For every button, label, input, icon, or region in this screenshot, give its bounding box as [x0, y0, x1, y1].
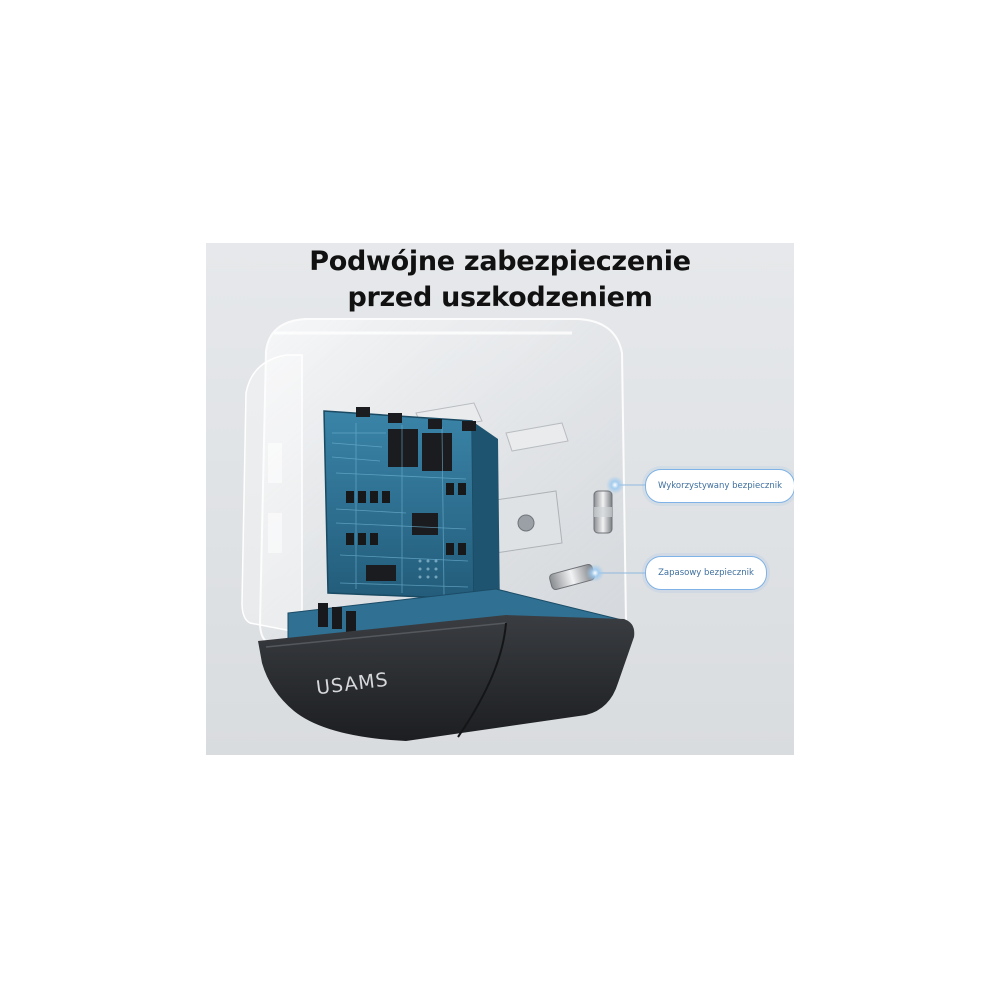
vertical-circuit-board	[323, 407, 500, 615]
headline-line-2: przed uszkodzeniem	[347, 282, 653, 313]
used-fuse-callout: Wykorzystywany bezpiecznik	[645, 469, 794, 503]
charger-illustration	[241, 318, 645, 741]
callout-connectors	[586, 476, 645, 582]
product-image-panel: Podwójne zabezpieczenie przed uszkodzeni…	[206, 243, 794, 755]
used-fuse	[593, 490, 613, 534]
headline-line-1: Podwójne zabezpieczenie	[309, 246, 691, 277]
charger-base	[258, 615, 635, 741]
spare-fuse-callout: Zapasowy bezpiecznik	[645, 556, 767, 590]
